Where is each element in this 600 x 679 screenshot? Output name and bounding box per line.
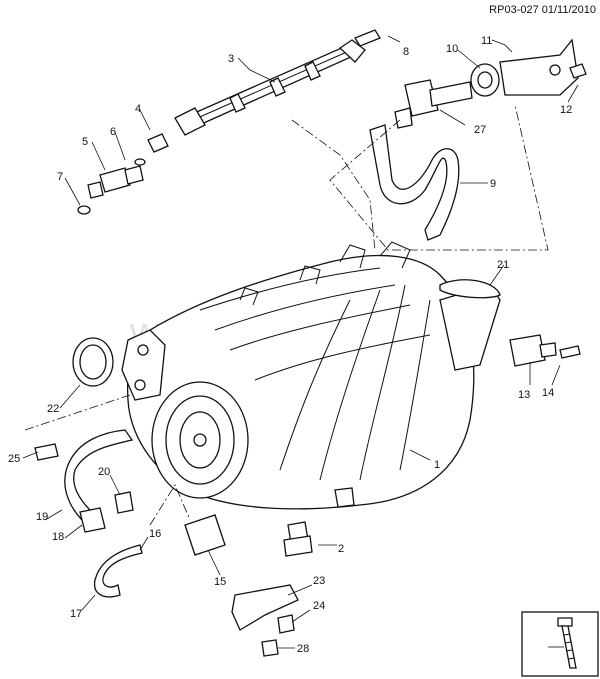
dash-line-bracket (149, 484, 191, 526)
dash-line-purge (329, 104, 549, 251)
callout-25: 25 (8, 453, 20, 465)
outlet-gasket (439, 279, 501, 299)
callout-16: 16 (149, 528, 161, 540)
callout-23: 23 (313, 575, 325, 587)
map-sensor (509, 334, 581, 367)
callout-1: 1 (434, 459, 440, 471)
dash-line-vacuum (291, 119, 376, 251)
bracket-23 (231, 584, 299, 657)
callout-7: 7 (57, 171, 63, 183)
nut-2 (283, 521, 313, 557)
throttle-gasket (72, 337, 114, 387)
callout-21: 21 (497, 259, 509, 271)
callout-19: 19 (36, 511, 48, 523)
callout-4: 4 (135, 103, 141, 115)
callout-13: 13 (518, 389, 530, 401)
fuel-rail (174, 29, 381, 136)
purge-valve-assembly (394, 38, 587, 129)
callout-10: 10 (446, 43, 458, 55)
intake-manifold (121, 241, 501, 510)
connector-20 (114, 491, 134, 514)
leader-lines (22, 35, 579, 649)
callout-9: 9 (490, 178, 496, 190)
callout-2: 2 (338, 543, 344, 555)
callout-14: 14 (542, 387, 554, 399)
sensor-15 (93, 514, 226, 598)
fuel-injector (77, 133, 169, 215)
cable-tie-26 (557, 617, 577, 669)
callout-20: 20 (98, 466, 110, 478)
callout-5: 5 (82, 136, 88, 148)
drawing-reference: RP03-027 01/11/2010 (489, 4, 596, 16)
callout-6: 6 (110, 126, 116, 138)
pcv-hose (34, 429, 134, 533)
inset-box (521, 611, 599, 677)
callout-24: 24 (313, 600, 325, 612)
callout-18: 18 (52, 531, 64, 543)
callout-15: 15 (214, 576, 226, 588)
callout-27: 27 (474, 124, 486, 136)
callout-28: 28 (297, 643, 309, 655)
callout-12: 12 (560, 104, 572, 116)
callout-8: 8 (403, 46, 409, 58)
callout-11: 11 (481, 35, 492, 47)
dash-line-throttle (24, 394, 131, 431)
callout-22: 22 (47, 403, 59, 415)
callout-3: 3 (228, 53, 234, 65)
vacuum-hose (369, 124, 460, 241)
callout-labels: 1 2 3 4 5 6 7 8 9 10 11 12 13 14 15 16 1… (8, 35, 572, 655)
callout-17: 17 (70, 608, 82, 620)
